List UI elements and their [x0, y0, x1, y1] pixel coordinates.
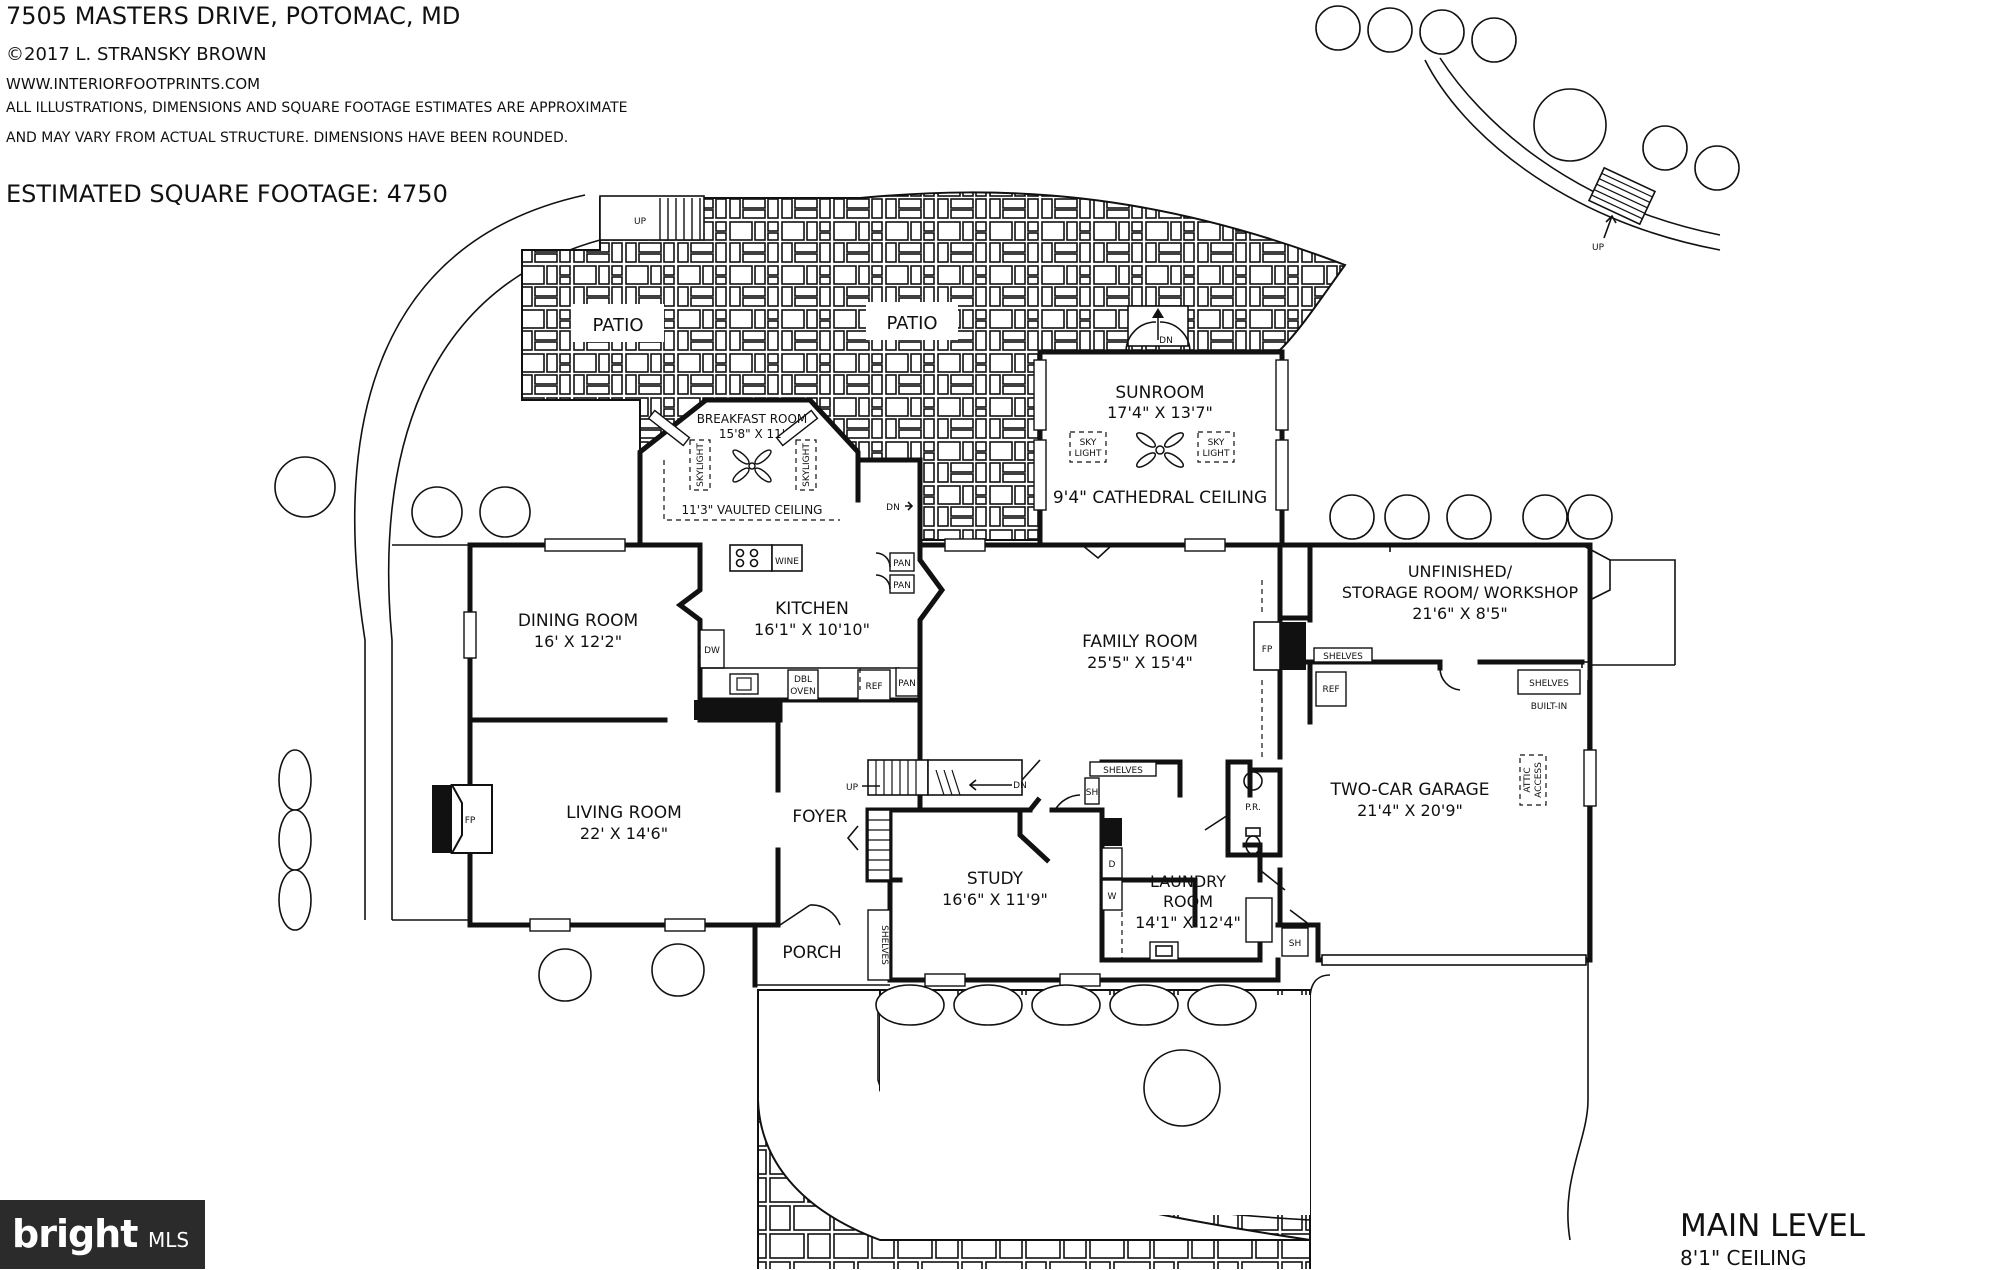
porch: PORCH SHELVES	[752, 904, 891, 988]
laundry-room-dimensions: 14'1" X 12'4"	[1135, 913, 1241, 932]
garage-ref-label: REF	[1322, 685, 1339, 695]
study-dimensions: 16'6" X 11'9"	[942, 890, 1048, 909]
garage-built-in-label: BUILT-IN	[1531, 702, 1568, 712]
breakfast-room-dimensions: 15'8" X 11'	[719, 427, 785, 441]
bright-logo: bright	[12, 1212, 138, 1256]
patio-right-label: PATIO	[886, 313, 937, 334]
pantry-label-2: PAN	[893, 581, 911, 591]
pantry-label-3: PAN	[898, 679, 916, 689]
kitchen-label: KITCHEN	[775, 599, 849, 619]
sunroom: DN SUNROOM 17'4" X 13'7" SKY LIGHT SKY L…	[1033, 305, 1289, 548]
breakfast-skylight-right: SKYLIGHT	[802, 443, 812, 487]
family-room-dimensions: 25'5" X 15'4"	[1087, 653, 1193, 672]
laundry-sh-label: SH	[1086, 788, 1098, 798]
stairs-up-label: UP	[846, 783, 859, 793]
porch-shelves-label: SHELVES	[879, 925, 889, 965]
level-ceiling: 8'1" CEILING	[1680, 1246, 1807, 1270]
sunroom-ceiling-note: 9'4" CATHEDRAL CEILING	[1053, 488, 1267, 508]
storage-unfinished-label: UNFINISHED/	[1408, 562, 1513, 581]
breakfast-room-label: BREAKFAST ROOM	[697, 412, 808, 426]
kitchen-ref-label: REF	[865, 682, 882, 692]
sunroom-dimensions: 17'4" X 13'7"	[1107, 403, 1213, 422]
washer-label: W	[1108, 892, 1117, 902]
laundry-room-label: LAUNDRY	[1150, 872, 1226, 891]
double-oven-label-2: OVEN	[790, 687, 816, 697]
sunroom-skylight-right-2: LIGHT	[1203, 449, 1230, 459]
family-room: FAMILY ROOM 25'5" X 15'4" FP	[1082, 580, 1306, 760]
breakfast-dn-label: DN	[886, 503, 900, 513]
copyright: ©2017 L. STRANSKY BROWN	[6, 44, 267, 65]
square-footage: ESTIMATED SQUARE FOOTAGE: 4750	[6, 180, 448, 208]
ceiling-fan-icon	[1135, 432, 1185, 468]
sunroom-skylight-left: SKY	[1080, 438, 1097, 448]
storage-shelves-label: SHELVES	[1323, 652, 1363, 662]
family-room-label: FAMILY ROOM	[1082, 632, 1198, 652]
garden-steps: UP	[1587, 166, 1657, 253]
dining-room-dimensions: 16' X 12'2"	[534, 632, 622, 651]
breakfast-ceiling-note: 11'3" VAULTED CEILING	[682, 503, 823, 517]
foyer-label: FOYER	[792, 807, 847, 827]
disclaimer-line-2: AND MAY VARY FROM ACTUAL STRUCTURE. DIME…	[6, 130, 569, 146]
garage-dimensions: 21'4" X 20'9"	[1357, 801, 1463, 820]
laundry-shelves-label: SHELVES	[1103, 766, 1143, 776]
laundry-room-label-2: ROOM	[1163, 892, 1213, 911]
wine-label: WINE	[775, 557, 799, 567]
patio-stonework	[521, 191, 1347, 541]
garage-label: TWO-CAR GARAGE	[1329, 780, 1489, 800]
dryer-label: D	[1109, 860, 1116, 870]
ceiling-fan-icon	[732, 449, 772, 483]
kitchen: WINE PAN PAN KITCHEN 16'1" X 10'10" DW D…	[699, 544, 919, 701]
sunroom-dn-label: DN	[1159, 336, 1173, 346]
mls-logo: MLS	[148, 1228, 190, 1252]
study-label: STUDY	[967, 869, 1024, 889]
stairs-dn-label: DN	[1013, 781, 1027, 791]
breakfast-skylight-left: SKYLIGHT	[696, 443, 706, 487]
landscaping-trees	[274, 5, 1740, 1127]
breakfast-room: BREAKFAST ROOM 15'8" X 11' SKYLIGHT SKYL…	[637, 397, 923, 548]
living-room: FP LIVING ROOM 22' X 14'6"	[432, 717, 781, 854]
patio-up-label: UP	[634, 217, 647, 227]
garden-steps-up-label: UP	[1592, 243, 1605, 253]
living-room-label: LIVING ROOM	[566, 803, 682, 823]
storage-room-label: STORAGE ROOM/ WORKSHOP	[1342, 583, 1579, 602]
attic-access-label-1: ATTIC	[1523, 767, 1533, 792]
bright-mls-watermark: bright MLS	[0, 1200, 205, 1269]
storage-room: UNFINISHED/ STORAGE ROOM/ WORKSHOP 21'6"…	[1313, 562, 1579, 663]
sunroom-label: SUNROOM	[1115, 383, 1204, 403]
living-fireplace-label: FP	[465, 816, 476, 826]
patio-steps	[659, 198, 701, 240]
disclaimer-line-1: ALL ILLUSTRATIONS, DIMENSIONS AND SQUARE…	[6, 100, 628, 116]
website: WWW.INTERIORFOOTPRINTS.COM	[6, 75, 261, 93]
dining-room-label: DINING ROOM	[518, 611, 638, 631]
kitchen-dimensions: 16'1" X 10'10"	[754, 620, 870, 639]
living-room-dimensions: 22' X 14'6"	[580, 824, 668, 843]
garage-sh-label: SH	[1289, 939, 1301, 949]
attic-access-label-2: ACCESS	[1534, 762, 1544, 798]
garage-shelves-label: SHELVES	[1529, 679, 1569, 689]
foyer: FOYER UP DN	[792, 759, 1081, 883]
patio-left-label: PATIO	[592, 315, 643, 336]
dishwasher-label: DW	[704, 646, 720, 656]
level-title: MAIN LEVEL	[1680, 1208, 1866, 1244]
laundry-room: SHELVES SH D W LAUNDRY ROOM 14'1" X 12'4…	[1084, 761, 1311, 961]
garage: REF SHELVES BUILT-IN ATTIC ACCESS TWO-CA…	[1315, 669, 1581, 820]
sunroom-skylight-right: SKY	[1208, 438, 1225, 448]
powder-room: P.R.	[1204, 759, 1283, 858]
storage-room-dimensions: 21'6" X 8'5"	[1412, 604, 1508, 623]
powder-room-label: P.R.	[1245, 803, 1261, 813]
porch-label: PORCH	[782, 943, 841, 963]
family-fireplace-label: FP	[1262, 645, 1273, 655]
address-title: 7505 MASTERS DRIVE, POTOMAC, MD	[6, 2, 461, 30]
double-oven-label-1: DBL	[794, 675, 812, 685]
sunroom-skylight-left-2: LIGHT	[1075, 449, 1102, 459]
pantry-label-1: PAN	[893, 559, 911, 569]
